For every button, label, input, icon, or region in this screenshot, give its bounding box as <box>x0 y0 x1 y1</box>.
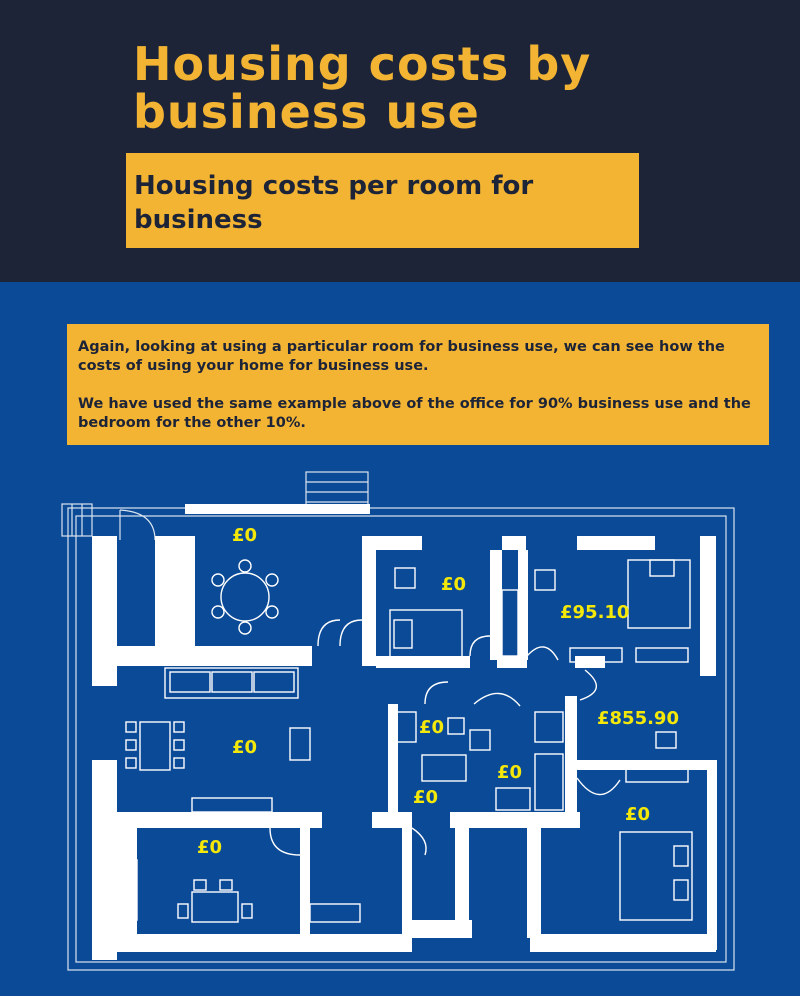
cost-bedroom-bottom-right: £0 <box>625 804 650 825</box>
cost-dining-top: £0 <box>232 525 257 546</box>
cost-kitchen: £0 <box>197 837 222 858</box>
cost-bedroom-top-right: £95.10 <box>560 602 629 623</box>
plan-walls <box>92 504 717 960</box>
room-cost-labels: £0 £0 £95.10 £855.90 £0 £0 £0 £0 £0 £0 <box>197 525 679 858</box>
cost-office: £855.90 <box>597 708 679 729</box>
page-subtitle: Housing costs per room for business <box>134 171 534 235</box>
page-title: Housing costs by business use <box>133 37 592 139</box>
cost-living: £0 <box>232 737 257 758</box>
cost-bedroom-small: £0 <box>441 574 466 595</box>
cost-bathroom-right: £0 <box>497 762 522 783</box>
info-paragraph-2: We have used the same example above of t… <box>78 396 751 431</box>
plan-furniture <box>116 559 693 923</box>
subtitle-box: Housing costs per room for business <box>126 153 639 248</box>
cost-hall-small: £0 <box>413 787 438 808</box>
header-banner: Housing costs by business use Housing co… <box>0 0 800 282</box>
info-box: Again, looking at using a particular roo… <box>67 324 769 445</box>
cost-bathroom-left: £0 <box>419 717 444 738</box>
floor-plan: £0 £0 £95.10 £855.90 £0 £0 £0 £0 £0 £0 <box>61 471 735 971</box>
plan-outlines <box>61 471 735 971</box>
info-paragraph-1: Again, looking at using a particular roo… <box>78 339 725 374</box>
